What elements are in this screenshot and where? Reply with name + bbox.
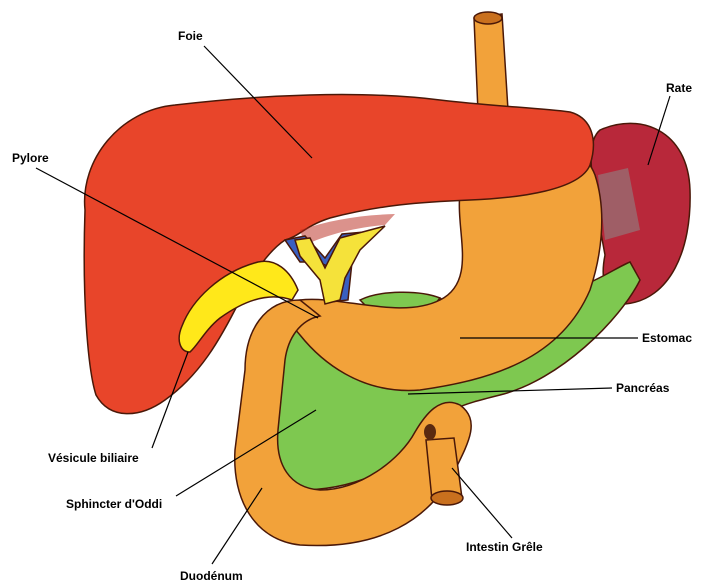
label-rate: Rate [666,81,692,95]
label-pylore: Pylore [12,151,49,165]
label-foie: Foie [178,29,203,43]
label-intestin: Intestin Grêle [466,540,543,554]
esophagus [474,12,508,112]
label-vesicule: Vésicule biliaire [48,451,139,465]
label-estomac: Estomac [642,331,692,345]
leader-duodenum [212,488,262,564]
label-duodenum: Duodénum [180,569,243,583]
label-pancreas: Pancréas [616,381,670,395]
label-sphincter: Sphincter d'Oddi [66,497,162,511]
bile-duct [295,226,385,304]
leader-intestin [452,468,512,538]
